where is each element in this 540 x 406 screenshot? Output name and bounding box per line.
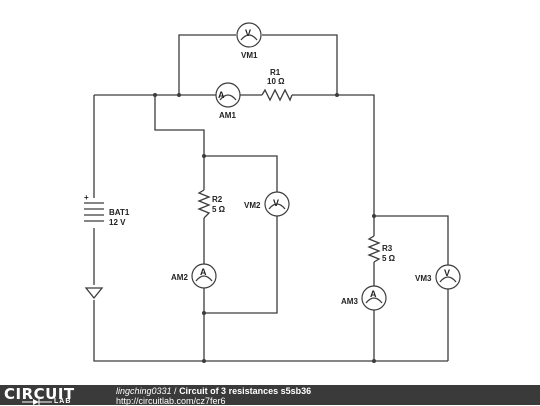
resistor-r3[interactable]: R3 5 Ω <box>367 235 396 263</box>
bat1-label: BAT1 <box>109 208 130 217</box>
am1-letter: A <box>218 90 225 100</box>
ground-symbol[interactable] <box>84 287 104 300</box>
voltmeter-vm3[interactable]: V VM3 <box>415 264 461 290</box>
am2-label: AM2 <box>171 273 188 282</box>
junction-dot <box>177 93 181 97</box>
resistor-r1[interactable]: R1 10 Ω <box>261 68 293 102</box>
junction-dot <box>202 311 206 315</box>
am3-label: AM3 <box>341 297 358 306</box>
am1-arc <box>219 94 237 101</box>
am1-label: AM1 <box>219 111 236 120</box>
circuit-title[interactable]: Circuit of 3 resistances s5sb36 <box>179 386 312 396</box>
bat1-plus-sign: + <box>84 193 89 202</box>
bat1-value: 12 V <box>109 218 126 227</box>
r1-value: 10 Ω <box>267 77 285 86</box>
wire-right-branch <box>373 215 449 361</box>
circuitlab-logo[interactable]: CIRCUIT <box>4 385 75 403</box>
title-separator: / <box>171 386 180 396</box>
wires <box>93 34 449 362</box>
vm1-arc <box>240 34 258 41</box>
r1-label: R1 <box>270 68 281 77</box>
circuit-title-line: lingching0331 / Circuit of 3 resistances… <box>116 386 311 396</box>
author-link[interactable]: lingching0331 <box>116 386 172 396</box>
vm2-arc <box>268 203 286 210</box>
logo-lab-text: LAB <box>54 398 72 405</box>
r2-zigzag <box>197 189 211 219</box>
footer-bar: CIRCUIT LAB lingching0331 / Circuit of 3… <box>0 385 540 406</box>
vm3-letter: V <box>444 268 450 278</box>
ammeter-am3[interactable]: A AM3 <box>341 285 387 311</box>
vm2-letter: V <box>273 198 279 208</box>
vm2-label: VM2 <box>244 201 261 210</box>
ground-triangle <box>84 287 104 300</box>
junction-dot <box>372 214 376 218</box>
vm3-label: VM3 <box>415 274 432 283</box>
circuit-url[interactable]: http://circuitlab.com/cz7fer6 <box>116 396 226 406</box>
junction-dot <box>372 359 376 363</box>
circuit-schematic: V VM1 A AM1 R1 10 Ω + BAT1 12 V R2 5 Ω V <box>84 22 461 363</box>
am2-arc <box>195 275 213 282</box>
vm3-arc <box>439 276 457 283</box>
am2-letter: A <box>200 267 207 277</box>
junctions <box>153 93 376 363</box>
vm1-letter: V <box>245 28 251 38</box>
voltmeter-vm1[interactable]: V VM1 <box>236 22 262 60</box>
ammeter-am2[interactable]: A AM2 <box>171 263 217 289</box>
logo-diode-icon <box>22 399 52 405</box>
r2-label: R2 <box>212 195 223 204</box>
am3-arc <box>365 297 383 304</box>
resistor-r2[interactable]: R2 5 Ω <box>197 189 226 219</box>
r3-label: R3 <box>382 244 393 253</box>
wire-left-branch <box>154 95 278 193</box>
ammeter-am1[interactable]: A AM1 <box>215 82 241 120</box>
junction-dot <box>335 93 339 97</box>
r3-zigzag <box>367 235 381 263</box>
am3-letter: A <box>370 289 377 299</box>
junction-dot <box>202 359 206 363</box>
vm1-label: VM1 <box>241 51 258 60</box>
wire-vm1-loop <box>178 34 338 95</box>
junction-dot <box>202 154 206 158</box>
voltmeter-vm2[interactable]: V VM2 <box>244 191 290 217</box>
wire-vm2-bottom <box>204 215 278 314</box>
battery-bat1[interactable]: + BAT1 12 V <box>84 193 130 227</box>
r1-zigzag <box>261 88 293 102</box>
junction-dot <box>153 93 157 97</box>
r2-value: 5 Ω <box>212 205 226 214</box>
r3-value: 5 Ω <box>382 254 396 263</box>
wire-battery-left <box>93 95 448 362</box>
